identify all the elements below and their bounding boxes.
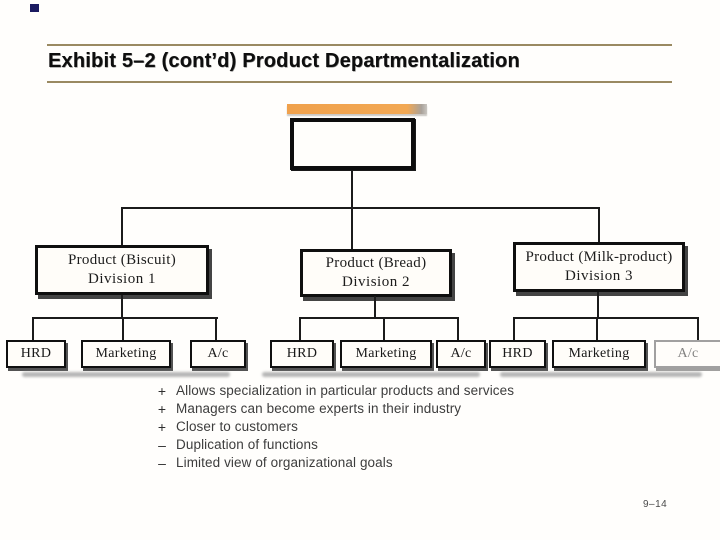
scan-shadow — [22, 372, 230, 377]
bullet-text: Limited view of organizational goals — [176, 455, 393, 470]
dept-box: HRD — [6, 340, 66, 368]
bullet-text: Managers can become experts in their ind… — [176, 401, 462, 416]
root-box — [290, 118, 415, 170]
connector-line — [32, 317, 34, 340]
bullet-sign: + — [157, 419, 167, 435]
connector-line — [513, 317, 699, 319]
division-box: Product (Biscuit) Division 1 — [35, 245, 209, 295]
connector-line — [122, 317, 124, 340]
division-title: Product (Milk-product) — [525, 249, 673, 265]
connector-line — [513, 317, 515, 340]
dept-box: A/c — [190, 340, 246, 368]
connector-line — [351, 170, 353, 249]
dept-box: A/c — [654, 340, 720, 368]
corner-marker — [30, 4, 39, 12]
connector-line — [121, 295, 123, 318]
connector-line — [383, 317, 385, 340]
dept-box: HRD — [270, 340, 334, 368]
bullet-text: Closer to customers — [176, 419, 298, 434]
title-rule-bottom — [47, 81, 672, 83]
connector-line — [597, 292, 599, 318]
bullet-sign: + — [157, 383, 167, 399]
bullet-text: Allows specialization in particular prod… — [176, 383, 515, 398]
connector-line — [32, 317, 218, 319]
dept-box: HRD — [489, 340, 546, 368]
division-box: Product (Milk-product) Division 3 — [513, 242, 685, 292]
dept-box: Marketing — [81, 340, 171, 368]
connector-line — [299, 317, 301, 340]
connector-line — [121, 207, 123, 245]
connector-line — [598, 207, 600, 242]
bullet-sign: + — [157, 401, 167, 417]
list-item: + Closer to customers — [148, 419, 578, 435]
connector-line — [596, 317, 598, 340]
page-title: Exhibit 5–2 (cont’d) Product Departmenta… — [48, 50, 520, 72]
division-subtitle: Division 3 — [565, 268, 633, 284]
dept-box: Marketing — [340, 340, 432, 368]
division-box: Product (Bread) Division 2 — [300, 249, 452, 297]
bullet-sign: – — [158, 455, 166, 471]
connector-line — [121, 207, 600, 209]
connector-line — [215, 317, 217, 340]
list-item: – Duplication of functions — [148, 437, 578, 453]
list-item: + Allows specialization in particular pr… — [148, 383, 578, 399]
connector-line — [299, 317, 459, 319]
division-title: Product (Biscuit) — [67, 252, 176, 268]
bullet-sign: – — [158, 437, 166, 453]
highlight-bar — [287, 104, 427, 114]
bullet-text: Duplication of functions — [176, 437, 318, 452]
connector-line — [374, 296, 376, 318]
division-subtitle: Division 2 — [342, 274, 410, 290]
title-rule-top — [47, 44, 672, 46]
division-title: Product (Bread) — [325, 255, 427, 271]
page-number: 9–14 — [643, 499, 668, 510]
list-item: + Managers can become experts in their i… — [148, 401, 578, 417]
pros-cons-list: + Allows specialization in particular pr… — [148, 384, 578, 474]
dept-box: Marketing — [552, 340, 646, 368]
list-item: – Limited view of organizational goals — [148, 455, 578, 471]
dept-box: A/c — [436, 340, 486, 368]
scan-shadow — [500, 372, 702, 377]
connector-line — [457, 317, 459, 340]
division-subtitle: Division 1 — [88, 271, 156, 287]
connector-line — [697, 317, 699, 340]
scan-shadow — [262, 372, 480, 377]
